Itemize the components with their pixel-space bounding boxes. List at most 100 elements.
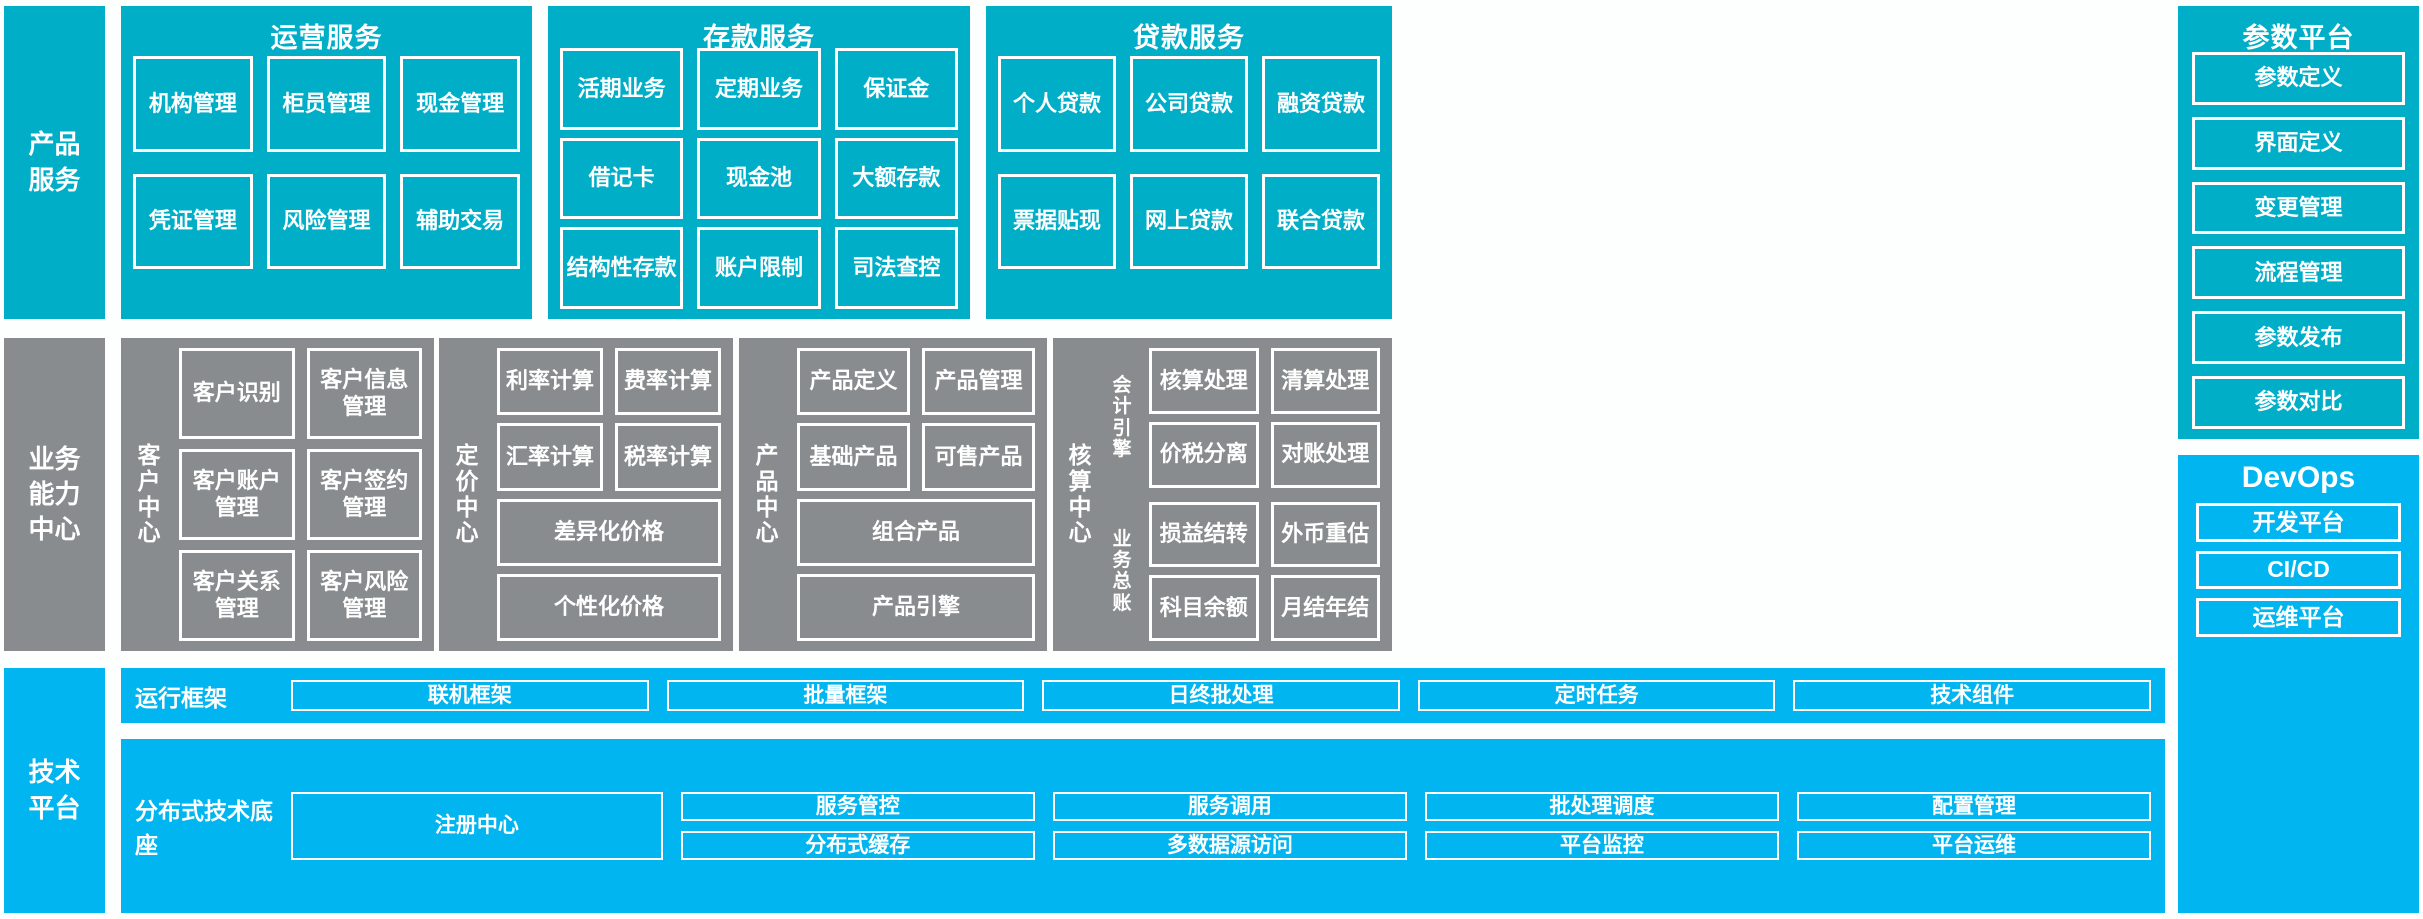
service-item-guiyuan-guanli[interactable]: 柜员管理 (266, 56, 387, 152)
label-char: 中 (755, 493, 779, 520)
service-item-zhanghu-xianzhi[interactable]: 账户限制 (697, 227, 821, 309)
center-item-huilv-jisuan[interactable]: 汇率计算 (497, 423, 603, 491)
service-item-jiegouxing-cunkuan[interactable]: 结构性存款 (560, 227, 684, 309)
center-item-shuilv-jisuan[interactable]: 税率计算 (615, 423, 721, 491)
tech-item-pingtai-jiankong[interactable]: 平台监控 (1424, 831, 1779, 861)
tech-item-pichuli-diaodu[interactable]: 批处理调度 (1424, 791, 1779, 821)
tech-item-duoshujuyuan-fangwen[interactable]: 多数据源访问 (1052, 831, 1407, 861)
group-deposit-services: 存款服务 活期业务 定期业务 保证金 借记卡 现金池 大额存款 结构性存款 账户… (548, 6, 970, 319)
center-item-hesuan-chuli[interactable]: 核算处理 (1149, 348, 1259, 414)
center-item-kehu-xinxi-guanli[interactable]: 客户信息管理 (306, 348, 422, 439)
center-item-waibi-chonggu[interactable]: 外币重估 (1270, 501, 1380, 568)
service-item-sifa-chakong[interactable]: 司法查控 (834, 227, 958, 309)
center-item-kehu-qianyue-guanli[interactable]: 客户签约管理 (306, 449, 422, 540)
center-item-lilv-jisuan[interactable]: 利率计算 (497, 348, 603, 416)
center-items-pricing: 利率计算 费率计算 汇率计算 税率计算 差异化价格 个性化价格 (497, 348, 721, 641)
service-item-gongsi-daikuan[interactable]: 公司贷款 (1130, 56, 1248, 152)
layer-label-line-2: 平台 (28, 792, 81, 823)
service-item-dae-cunkuan[interactable]: 大额存款 (834, 137, 958, 220)
layer-label-line-2: 能力 (28, 478, 81, 509)
center-pricing: 定 价 中 心 利率计算 费率计算 汇率计算 税率计算 差异化价格 个性化价格 (439, 338, 733, 651)
tech-column-config-management: 配置管理 平台运维 (1796, 791, 2151, 861)
service-item-baozhengjin[interactable]: 保证金 (834, 48, 958, 130)
param-item-biangeng-guanli[interactable]: 变更管理 (2192, 181, 2405, 235)
tech-item-dingshi-renwu[interactable]: 定时任务 (1417, 680, 1776, 711)
label-char: 中 (455, 493, 479, 520)
center-item-zuhe-chanpin[interactable]: 组合产品 (797, 498, 1035, 566)
tech-item-fuwu-guankong[interactable]: 服务管控 (680, 791, 1035, 821)
center-item-chanpin-yinqing[interactable]: 产品引擎 (797, 573, 1035, 641)
service-item-pingzheng-guanli[interactable]: 凭证管理 (133, 173, 253, 269)
center-item-kehu-shibie[interactable]: 客户识别 (179, 348, 295, 439)
devops-item-kaifa-pingtai[interactable]: 开发平台 (2196, 503, 2401, 542)
center-item-sunyi-jiezhuan[interactable]: 损益结转 (1149, 501, 1259, 568)
tech-item-peizhi-guanli[interactable]: 配置管理 (1796, 791, 2151, 821)
center-label-pricing: 定 价 中 心 (447, 348, 487, 641)
service-item-xianjin-guanli[interactable]: 现金管理 (400, 56, 520, 152)
center-item-kehu-guanxi-guanli[interactable]: 客户关系管理 (179, 550, 295, 641)
devops-item-ci-cd[interactable]: CI/CD (2196, 550, 2401, 590)
tech-column-service-control: 服务管控 分布式缓存 (680, 791, 1035, 861)
label-char: 中 (137, 493, 161, 520)
subgroup-label-business-ledger: 业 务 总 账 (1105, 502, 1139, 642)
label-char: 心 (455, 519, 479, 546)
tech-item-piliang-kuangjia[interactable]: 批量框架 (666, 680, 1025, 711)
center-item-duizhang-chuli[interactable]: 对账处理 (1270, 421, 1380, 488)
accounting-subgroup-engine: 会 计 引 擎 核算处理 清算处理 价税分离 对账处理 (1105, 348, 1380, 488)
center-item-chanpin-dingyi[interactable]: 产品定义 (797, 348, 910, 416)
group-title-operation-services: 运营服务 (270, 23, 383, 53)
layer-label-line-1: 技术 (28, 757, 81, 788)
service-item-geren-daikuan[interactable]: 个人贷款 (998, 56, 1116, 152)
label-char: 产 (755, 442, 779, 468)
label-char: 会 (1112, 375, 1132, 397)
center-item-kehu-zhanghu-guanli[interactable]: 客户账户管理 (179, 449, 295, 540)
service-item-xianjin-chi[interactable]: 现金池 (697, 137, 821, 220)
param-item-liucheng-guanli[interactable]: 流程管理 (2192, 246, 2405, 300)
tech-item-zhuce-zhongxin[interactable]: 注册中心 (291, 791, 663, 861)
layer-label-technology-platform: 技术 平台 (4, 668, 105, 913)
label-char: 算 (1068, 467, 1092, 494)
center-item-feilv-jisuan[interactable]: 费率计算 (615, 348, 721, 416)
tech-item-jishu-zujian[interactable]: 技术组件 (1793, 680, 2151, 711)
tech-row-label-runtime-framework: 运行框架 (135, 684, 227, 711)
center-item-gexinghua-jiage[interactable]: 个性化价格 (497, 573, 721, 641)
center-item-kehu-fengxian-guanli[interactable]: 客户风险管理 (306, 550, 422, 641)
center-item-chayihua-jiage[interactable]: 差异化价格 (497, 498, 721, 566)
center-items-product: 产品定义 产品管理 基础产品 可售产品 组合产品 产品引擎 (797, 348, 1035, 641)
center-item-jichu-chanpin[interactable]: 基础产品 (797, 423, 910, 491)
param-item-jiemian-dingyi[interactable]: 界面定义 (2192, 116, 2405, 170)
service-item-piaoju-tiexian[interactable]: 票据贴现 (998, 173, 1116, 269)
service-item-jigou-guanli[interactable]: 机构管理 (133, 56, 253, 152)
service-item-fuzhu-jiaoyi[interactable]: 辅助交易 (400, 173, 520, 269)
tech-item-fenbushi-huancun[interactable]: 分布式缓存 (680, 831, 1035, 861)
tech-item-lianji-kuangjia[interactable]: 联机框架 (291, 680, 649, 711)
center-item-keshou-chanpin[interactable]: 可售产品 (922, 423, 1035, 491)
group-title-loan-services: 贷款服务 (1133, 23, 1245, 53)
service-item-rongzi-daikuan[interactable]: 融资贷款 (1262, 56, 1380, 152)
service-item-huoqi-yewu[interactable]: 活期业务 (560, 48, 684, 130)
center-item-chanpin-guanli[interactable]: 产品管理 (922, 348, 1035, 416)
service-item-fengxian-guanli[interactable]: 风险管理 (266, 173, 387, 269)
center-label-customer: 客 户 中 心 (129, 348, 169, 641)
center-item-yuejie-nianjie[interactable]: 月结年结 (1270, 575, 1380, 641)
service-item-lianhe-daikuan[interactable]: 联合贷款 (1262, 173, 1380, 269)
subgroup-items-business-ledger: 损益结转 外币重估 科目余额 月结年结 (1149, 501, 1380, 641)
tech-row-runtime-framework: 运行框架 联机框架 批量框架 日终批处理 定时任务 技术组件 (121, 668, 2165, 723)
center-item-jiashui-fenli[interactable]: 价税分离 (1149, 421, 1259, 488)
tech-item-pingtai-yunwei[interactable]: 平台运维 (1796, 831, 2151, 861)
center-item-qingsuan-chuli[interactable]: 清算处理 (1270, 348, 1380, 414)
tech-item-rizhong-pichuli[interactable]: 日终批处理 (1042, 680, 1400, 711)
param-item-canshu-duibi[interactable]: 参数对比 (2192, 376, 2405, 429)
tech-item-fuwu-diaoyong[interactable]: 服务调用 (1052, 791, 1407, 821)
devops-item-yunwei-pingtai[interactable]: 运维平台 (2196, 598, 2401, 637)
parameter-platform-items: 参数定义 界面定义 变更管理 流程管理 参数发布 参数对比 (2192, 52, 2405, 429)
center-item-kemu-yue[interactable]: 科目余额 (1149, 575, 1259, 641)
center-label-product: 产 品 中 心 (747, 348, 787, 641)
tech-column-registry: 注册中心 (291, 791, 663, 861)
param-item-canshu-fabu[interactable]: 参数发布 (2192, 311, 2405, 365)
service-item-dingqi-yewu[interactable]: 定期业务 (697, 48, 821, 130)
service-item-wangshang-daikuan[interactable]: 网上贷款 (1130, 173, 1248, 269)
param-item-canshu-dingyi[interactable]: 参数定义 (2192, 52, 2405, 105)
accounting-subgroup-ledger: 业 务 总 账 损益结转 外币重估 科目余额 月结年结 (1105, 501, 1380, 642)
service-item-jieji-ka[interactable]: 借记卡 (560, 137, 684, 220)
